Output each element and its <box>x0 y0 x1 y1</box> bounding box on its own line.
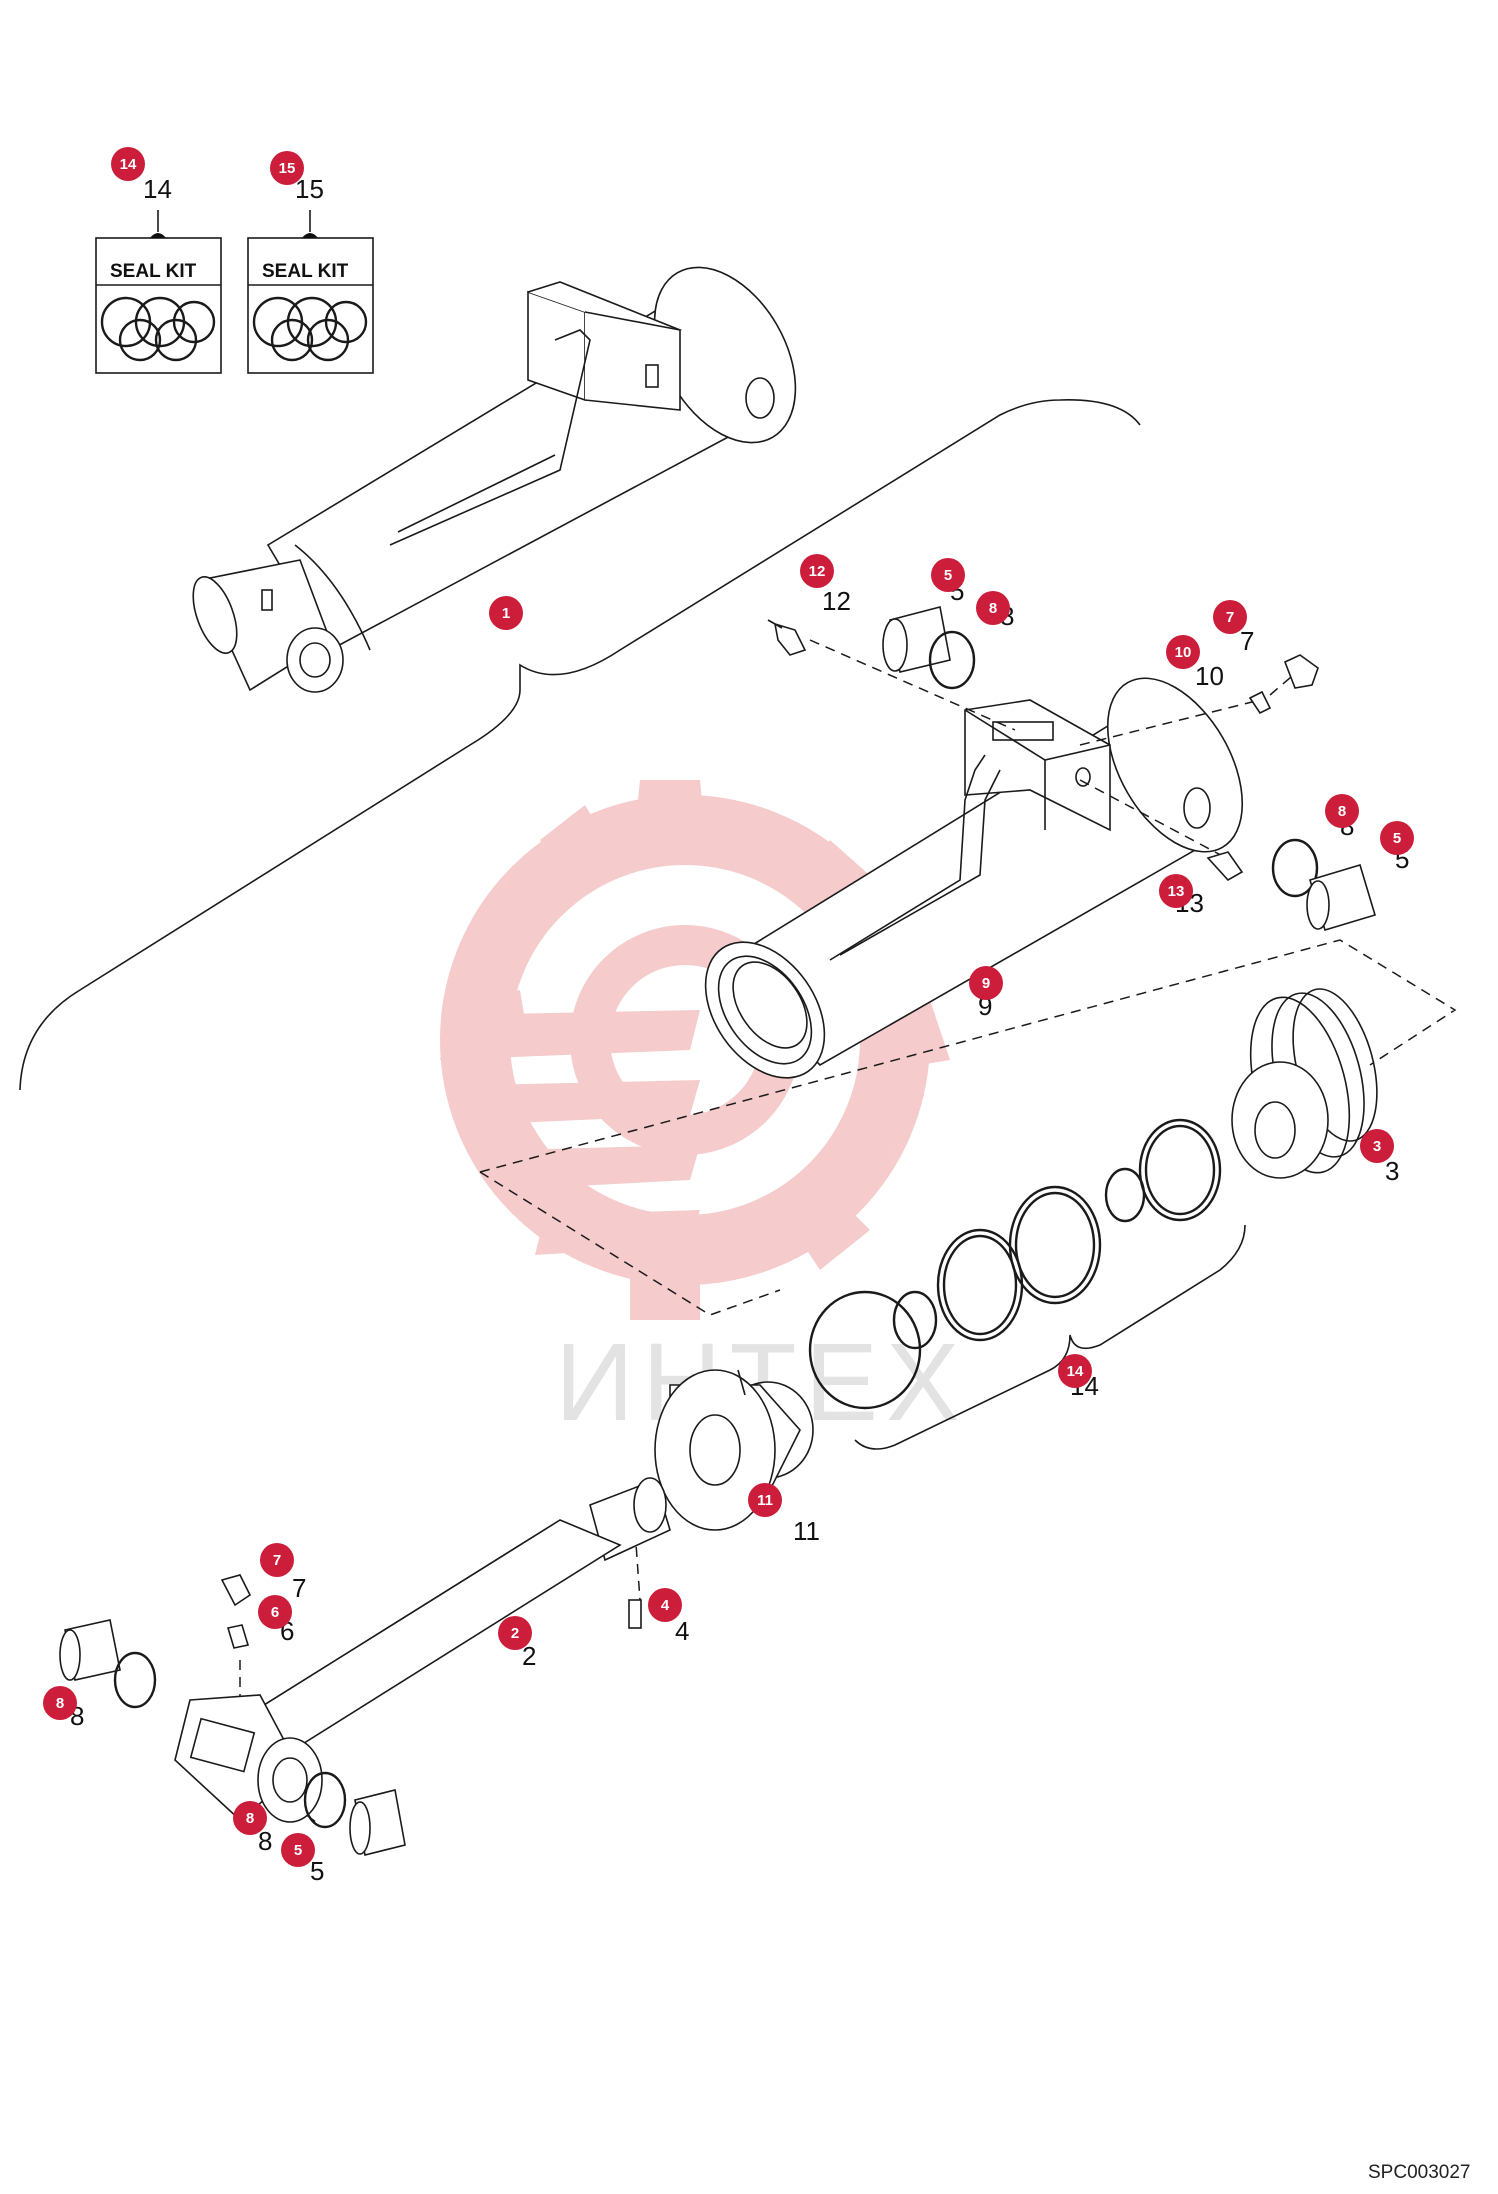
callout-badge[interactable]: 8 <box>976 591 1010 625</box>
fitting-10 <box>1248 690 1272 715</box>
bracket-14 <box>854 1224 1246 1450</box>
callout-badge[interactable]: 14 <box>111 147 145 181</box>
callout-badge[interactable]: 1 <box>489 596 523 630</box>
svg-text:3: 3 <box>1373 1138 1381 1155</box>
drawing-code: SPC003027 <box>1368 2162 1470 2183</box>
seal-ring-8-bottom <box>303 1771 347 1829</box>
assembly-bracket <box>19 399 1141 1091</box>
callout-badge[interactable]: 8 <box>1325 794 1359 828</box>
callout-badge[interactable]: 5 <box>931 558 965 592</box>
callout-badge[interactable]: 7 <box>1213 600 1247 634</box>
svg-text:7: 7 <box>273 1552 281 1569</box>
gland <box>654 1369 814 1531</box>
callout-badge[interactable]: 5 <box>1380 821 1414 855</box>
svg-text:8: 8 <box>246 1810 254 1827</box>
svg-text:5: 5 <box>944 567 952 584</box>
grease-fitting-12 <box>767 619 807 656</box>
svg-text:13: 13 <box>1168 883 1185 900</box>
svg-text:8: 8 <box>56 1695 64 1712</box>
bushing-5-right <box>1306 864 1376 931</box>
bushing-5-top <box>882 606 951 673</box>
callout-labels: 12 5 8 7 10 8 5 13 9 3 14 11 4 2 7 6 8 8… <box>70 576 1409 1886</box>
svg-text:14: 14 <box>120 156 137 173</box>
grease-fitting-13 <box>1206 851 1244 882</box>
callout-badge[interactable]: 2 <box>498 1616 532 1650</box>
callout-label: 2 <box>522 1641 536 1671</box>
callout-label: 5 <box>310 1856 324 1886</box>
plug-7-top <box>1283 654 1319 689</box>
callout-badge[interactable]: 14 <box>1058 1354 1092 1388</box>
plug-7-rod <box>220 1574 252 1607</box>
seal-rings <box>808 1118 1222 1410</box>
callout-badge[interactable]: 4 <box>648 1588 682 1622</box>
assembled-cylinder <box>192 266 797 693</box>
watermark-gear-logo <box>440 780 950 1320</box>
callout-label: 11 <box>793 1516 820 1546</box>
seal-ring-8-left <box>113 1651 157 1709</box>
svg-text:8: 8 <box>989 600 997 617</box>
callout-badge[interactable]: 15 <box>270 151 304 185</box>
callout-label: 4 <box>675 1616 689 1646</box>
bushing-5-bottom <box>349 1789 406 1856</box>
callout-badges: 14 15 1 12 5 8 7 10 8 5 13 9 3 14 11 4 2… <box>43 147 1414 1867</box>
callout-badge[interactable]: 13 <box>1159 874 1193 908</box>
seal-ring-8-right <box>1271 838 1319 898</box>
callout-badge[interactable]: 12 <box>800 554 834 588</box>
seal-kit-15: SEAL KIT 15 <box>247 174 374 374</box>
callout-badge[interactable]: 9 <box>969 966 1003 1000</box>
svg-text:7: 7 <box>1226 609 1234 626</box>
seal-kit-number: 14 <box>143 174 172 204</box>
callout-badge[interactable]: 3 <box>1360 1129 1394 1163</box>
piston-rod <box>174 1477 671 1823</box>
svg-text:1: 1 <box>502 605 510 622</box>
svg-text:10: 10 <box>1175 644 1192 661</box>
svg-text:2: 2 <box>511 1625 519 1642</box>
piston <box>1231 988 1378 1179</box>
svg-text:8: 8 <box>1338 803 1346 820</box>
bushing-5-left <box>59 1619 121 1681</box>
svg-text:5: 5 <box>294 1842 302 1859</box>
callout-label: 7 <box>292 1573 306 1603</box>
callout-badge[interactable]: 5 <box>281 1833 315 1867</box>
callout-badge[interactable]: 10 <box>1166 635 1200 669</box>
svg-text:6: 6 <box>271 1604 279 1621</box>
seal-kit-14: SEAL KIT 14 <box>95 174 222 374</box>
callout-label: 10 <box>1195 661 1224 691</box>
callout-badge[interactable]: 6 <box>258 1595 292 1629</box>
grease-fitting-6 <box>226 1624 250 1649</box>
svg-text:9: 9 <box>982 975 990 992</box>
callout-label: 7 <box>1240 626 1254 656</box>
set-screw-4 <box>628 1599 642 1629</box>
seal-kit-label: SEAL KIT <box>262 261 349 282</box>
svg-text:15: 15 <box>279 160 296 177</box>
callout-badge[interactable]: 8 <box>43 1686 77 1720</box>
callout-badge[interactable]: 11 <box>748 1483 782 1517</box>
callout-badge[interactable]: 7 <box>260 1543 294 1577</box>
svg-text:11: 11 <box>757 1492 773 1509</box>
svg-text:4: 4 <box>661 1597 670 1614</box>
seal-ring-8-top <box>928 630 976 690</box>
svg-text:14: 14 <box>1067 1363 1084 1380</box>
callout-label: 12 <box>822 586 851 616</box>
svg-text:12: 12 <box>809 563 826 580</box>
callout-label: 3 <box>1385 1156 1399 1186</box>
callout-label: 8 <box>258 1826 272 1856</box>
callout-badge[interactable]: 8 <box>233 1801 267 1835</box>
seal-kit-label: SEAL KIT <box>110 261 197 282</box>
svg-text:5: 5 <box>1393 830 1401 847</box>
